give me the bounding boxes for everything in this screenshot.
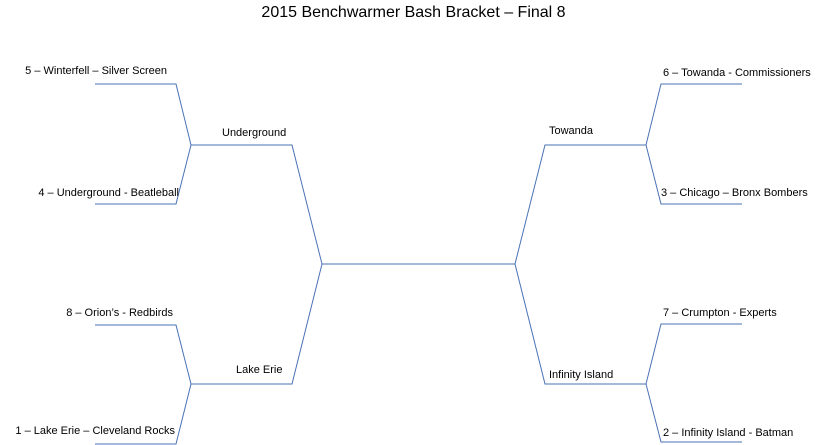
bracket-line-right-bottom-a <box>645 323 742 385</box>
page-title: 2015 Benchwarmer Bash Bracket – Final 8 <box>261 4 566 21</box>
bracket-line-right-top-a <box>645 83 742 146</box>
bracket-line-left-bottom-winner <box>191 263 323 385</box>
team-left-top-b: 4 – Underground - Beatleball <box>38 187 179 199</box>
team-left-bottom-b: 1 – Lake Erie – Cleveland Rocks <box>15 425 175 437</box>
winner-left-top: Underground <box>222 127 287 139</box>
winner-left-bottom: Lake Erie <box>236 364 283 376</box>
bracket-line-left-bottom-a <box>95 324 192 385</box>
winner-right-top: Towanda <box>549 125 594 137</box>
bracket-line-left-bottom-b <box>95 383 192 445</box>
team-left-bottom-a: 8 – Orion’s - Redbirds <box>66 307 173 319</box>
team-left-top-a: 5 – Winterfell – Silver Screen <box>25 65 167 77</box>
team-right-bottom-a: 7 – Crumpton - Experts <box>663 307 777 319</box>
bracket-line-left-top-winner <box>191 144 323 265</box>
team-right-top-a: 6 – Towanda - Commissioners <box>663 67 811 79</box>
team-right-bottom-b: 2 – Infinity Island - Batman <box>663 427 794 439</box>
bracket-line-right-bottom-b <box>645 383 742 443</box>
bracket-line-right-top-winner <box>514 144 646 265</box>
bracket-line-right-bottom-winner <box>514 263 646 385</box>
bracket-line-left-top-a <box>95 83 192 146</box>
team-right-top-b: 3 – Chicago – Bronx Bombers <box>661 187 808 199</box>
bracket-line-right-top-b <box>645 144 742 205</box>
winner-right-bottom: Infinity Island <box>549 369 614 381</box>
bracket-line-left-top-b <box>95 144 192 205</box>
